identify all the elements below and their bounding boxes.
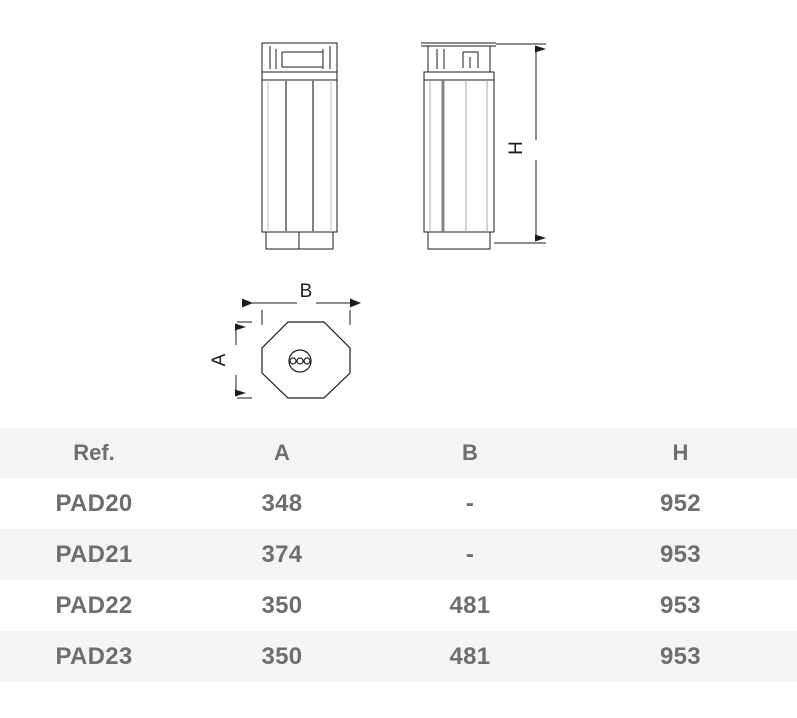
cell-b: - [376, 529, 564, 580]
technical-drawing-svg: H B A [209, 42, 546, 399]
cell-a: 374 [188, 529, 376, 580]
top-plan-view [261, 321, 351, 399]
dimensions-table: Ref. A B H PAD20 348 - 952 PAD21 374 - 9… [0, 428, 797, 682]
cell-a: 350 [188, 580, 376, 631]
table-row: PAD23 350 481 953 [0, 631, 797, 682]
front-view-edge-lines [267, 80, 332, 232]
table-header-row: Ref. A B H [0, 428, 797, 478]
column-header-b: B [376, 428, 564, 478]
column-header-h: H [564, 428, 797, 478]
center-port-detail [288, 349, 312, 373]
side-elevation-view [421, 42, 496, 250]
cell-a: 348 [188, 478, 376, 529]
cell-b: 481 [376, 580, 564, 631]
column-header-ref: Ref. [0, 428, 188, 478]
cell-ref: PAD20 [0, 478, 188, 529]
width-dimension [242, 298, 361, 325]
technical-drawing-area: H B A [209, 42, 546, 399]
width-dimension-label: B [300, 281, 313, 302]
cell-h: 953 [564, 580, 797, 631]
cell-h: 953 [564, 529, 797, 580]
depth-dimension-label: A [209, 353, 230, 366]
cell-ref: PAD23 [0, 631, 188, 682]
height-dimension [494, 43, 546, 244]
cell-a: 350 [188, 631, 376, 682]
table-header: Ref. A B H [0, 428, 797, 478]
cell-ref: PAD21 [0, 529, 188, 580]
table-body: PAD20 348 - 952 PAD21 374 - 953 PAD22 35… [0, 478, 797, 682]
table-row: PAD22 350 481 953 [0, 580, 797, 631]
table-row: PAD20 348 - 952 [0, 478, 797, 529]
height-dimension-label: H [506, 141, 527, 155]
column-header-a: A [188, 428, 376, 478]
cell-h: 953 [564, 631, 797, 682]
front-elevation-view [261, 42, 338, 250]
cell-b: - [376, 478, 564, 529]
table-row: PAD21 374 - 953 [0, 529, 797, 580]
cell-b: 481 [376, 631, 564, 682]
side-view-edge-lines [429, 80, 488, 232]
depth-dimension [235, 321, 252, 399]
front-view-shading [284, 80, 315, 232]
cell-ref: PAD22 [0, 580, 188, 631]
cell-h: 952 [564, 478, 797, 529]
